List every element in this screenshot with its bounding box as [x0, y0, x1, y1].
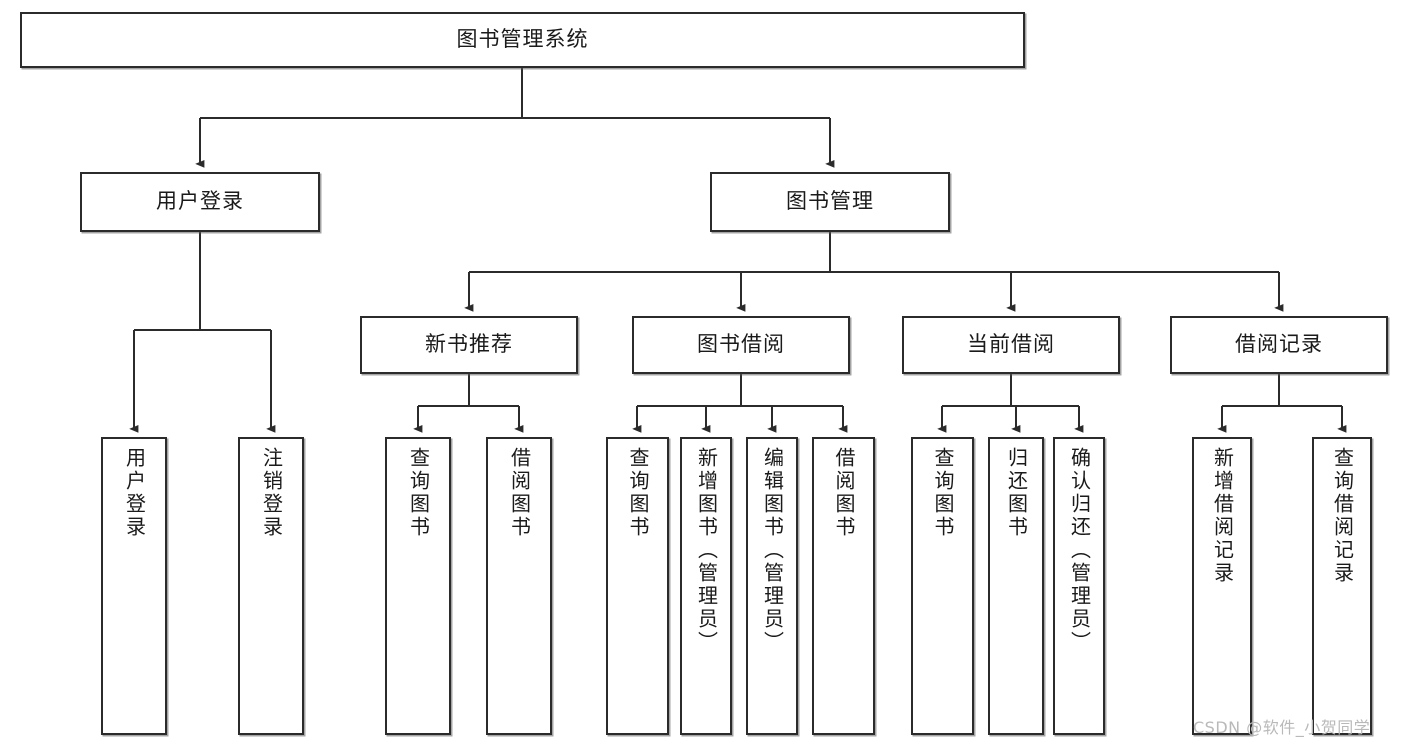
node-leaf-query-book-borrow-label: 查询图书	[626, 447, 650, 539]
node-leaf-add-borrow-record-label: 新增借阅记录	[1210, 447, 1235, 585]
node-leaf-add-book-label: 新增图书（管理员）	[694, 447, 719, 654]
node-leaf-add-borrow-record[interactable]: 新增借阅记录	[1192, 437, 1252, 735]
node-book-borrow[interactable]: 图书借阅	[632, 316, 850, 374]
node-borrow-record-label: 借阅记录	[1235, 332, 1323, 357]
node-leaf-query-book-cur[interactable]: 查询图书	[911, 437, 974, 735]
node-root[interactable]: 图书管理系统	[20, 12, 1025, 68]
node-leaf-edit-book-label: 编辑图书（管理员）	[760, 447, 785, 654]
node-leaf-borrow-book-rec-label: 借阅图书	[507, 447, 532, 539]
node-borrow-record[interactable]: 借阅记录	[1170, 316, 1388, 374]
node-current-borrow-label: 当前借阅	[967, 332, 1055, 357]
node-leaf-return-book-label: 归还图书	[1004, 447, 1029, 539]
node-new-book-rec[interactable]: 新书推荐	[360, 316, 578, 374]
node-user-login-label: 用户登录	[156, 189, 244, 214]
node-leaf-query-book-rec[interactable]: 查询图书	[385, 437, 451, 735]
node-leaf-query-book-rec-label: 查询图书	[406, 447, 431, 539]
node-leaf-edit-book[interactable]: 编辑图书（管理员）	[746, 437, 798, 735]
node-leaf-query-borrow-record-label: 查询借阅记录	[1330, 447, 1355, 585]
node-leaf-logout-label: 注销登录	[259, 447, 284, 539]
node-leaf-return-book[interactable]: 归还图书	[988, 437, 1044, 735]
node-user-login[interactable]: 用户登录	[80, 172, 320, 232]
node-leaf-query-book-borrow[interactable]: 查询图书	[606, 437, 669, 735]
node-leaf-query-book-cur-label: 查询图书	[931, 447, 955, 539]
node-leaf-borrow-book-rec[interactable]: 借阅图书	[486, 437, 552, 735]
node-leaf-user-login[interactable]: 用户登录	[101, 437, 167, 735]
node-book-manage[interactable]: 图书管理	[710, 172, 950, 232]
node-leaf-add-book[interactable]: 新增图书（管理员）	[680, 437, 732, 735]
node-book-borrow-label: 图书借阅	[697, 332, 785, 357]
node-leaf-confirm-return-label: 确认归还（管理员）	[1067, 447, 1092, 654]
node-leaf-borrow-book[interactable]: 借阅图书	[812, 437, 875, 735]
node-leaf-query-borrow-record[interactable]: 查询借阅记录	[1312, 437, 1372, 735]
node-new-book-rec-label: 新书推荐	[425, 332, 513, 357]
node-book-manage-label: 图书管理	[786, 189, 874, 214]
node-root-label: 图书管理系统	[456, 27, 589, 52]
node-leaf-confirm-return[interactable]: 确认归还（管理员）	[1053, 437, 1105, 735]
node-leaf-user-login-label: 用户登录	[122, 447, 147, 539]
node-leaf-logout[interactable]: 注销登录	[238, 437, 304, 735]
node-current-borrow[interactable]: 当前借阅	[902, 316, 1120, 374]
node-leaf-borrow-book-label: 借阅图书	[832, 447, 856, 539]
